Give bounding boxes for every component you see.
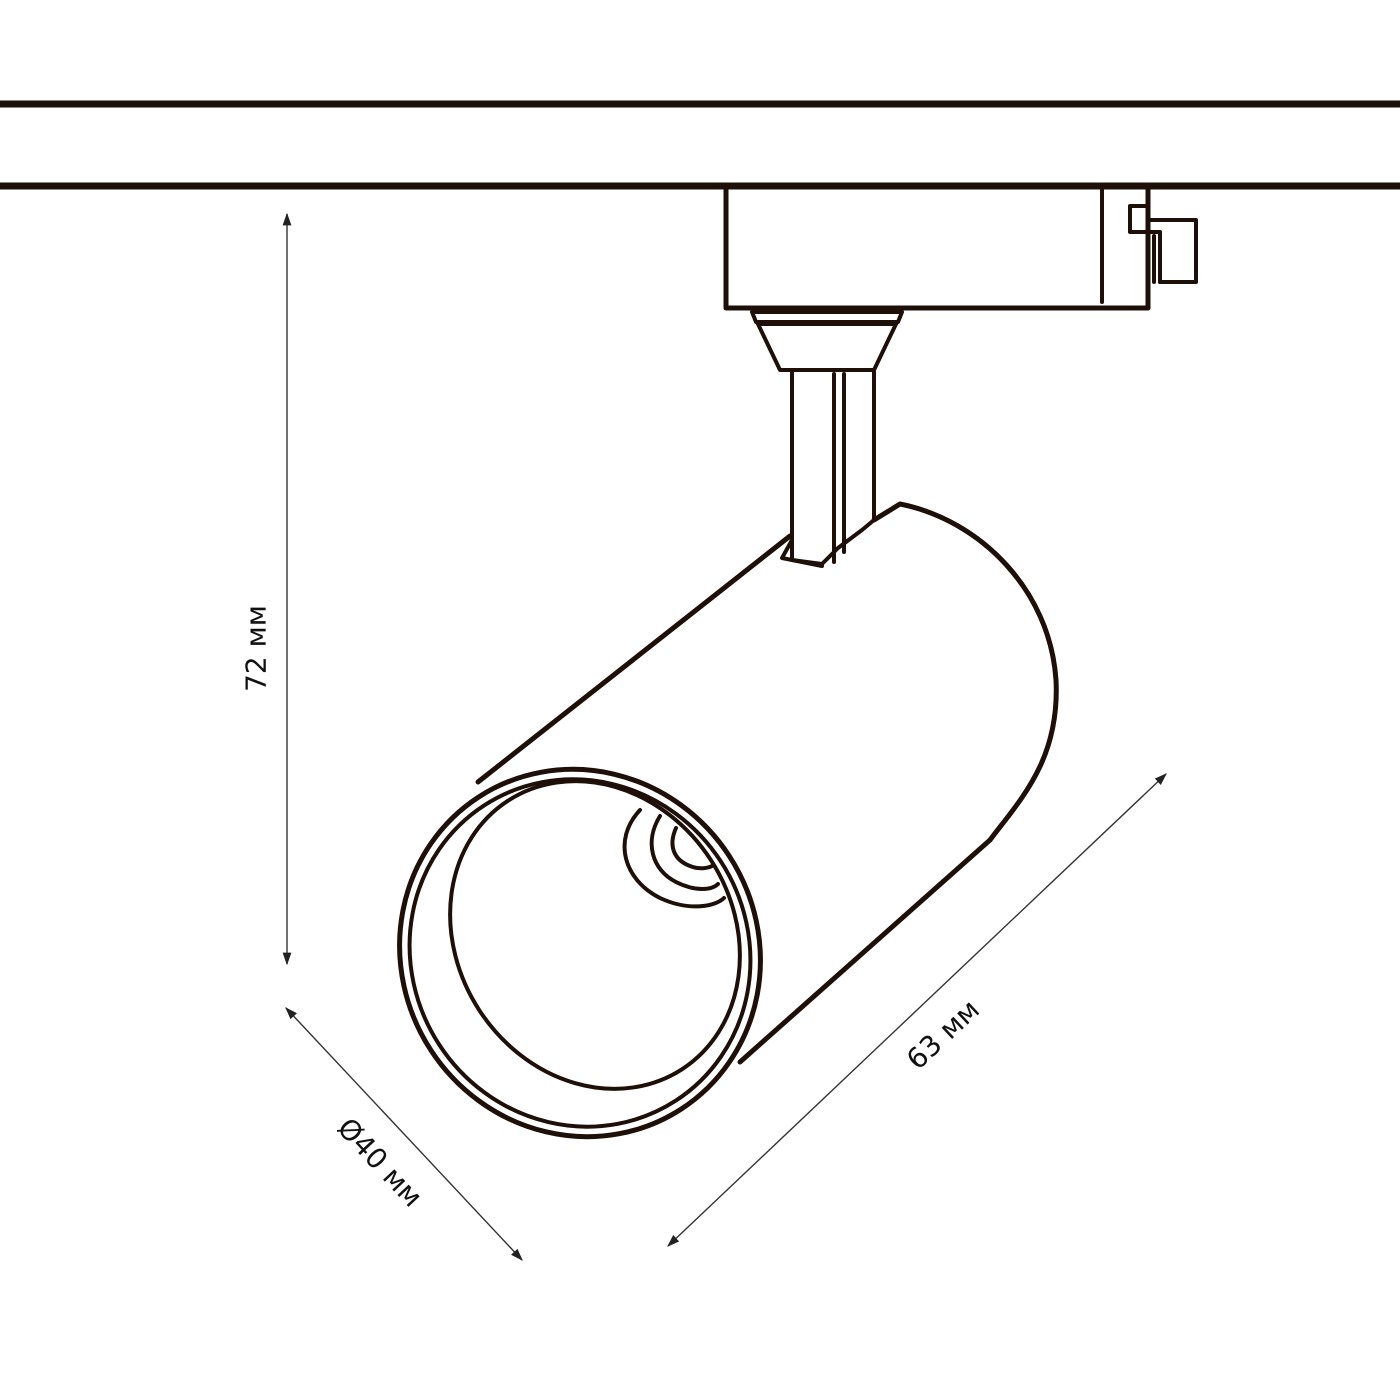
- adapter-clip: [1128, 204, 1198, 284]
- dimension-diameter: [285, 1007, 523, 1261]
- height-label: 72 мм: [239, 605, 273, 692]
- dimension-length: [667, 773, 1167, 1247]
- track-rail: [0, 100, 1400, 190]
- stem: [780, 370, 876, 568]
- track-adapter: [723, 187, 1151, 311]
- front-bezel: [397, 766, 763, 1140]
- swivel-joint: [750, 310, 904, 372]
